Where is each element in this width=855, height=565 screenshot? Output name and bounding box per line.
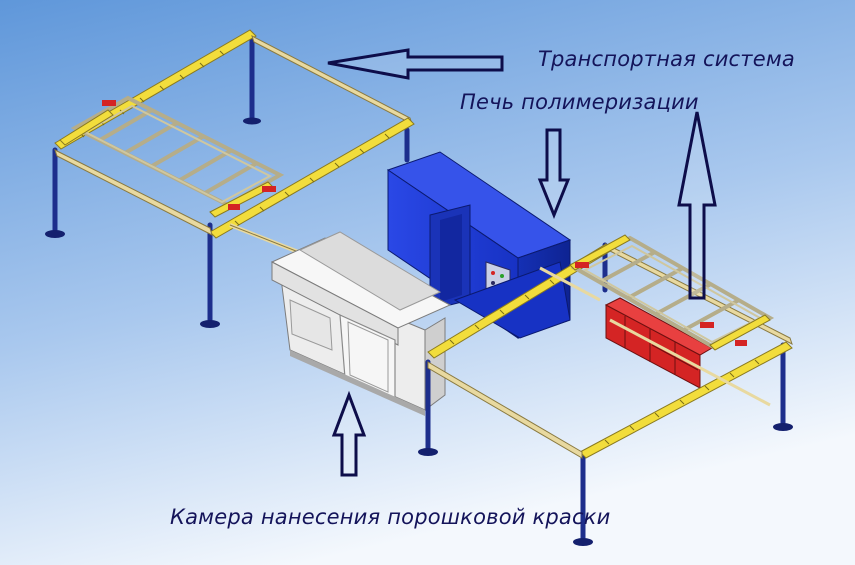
arrow-up-icon: [331, 390, 367, 477]
arrow-down-icon: [537, 128, 571, 220]
curing-oven: [386, 151, 572, 339]
arrow-up-icon: [677, 111, 717, 300]
curing-oven-label: Печь полимеризации: [460, 90, 699, 114]
powder-booth-label: Камера нанесения порошковой краски: [170, 505, 611, 529]
right-transport-frame: [418, 234, 793, 546]
arrow-left-icon: [327, 48, 504, 80]
transport-system-label: Транспортная система: [538, 47, 795, 71]
powder-booth: [270, 231, 452, 416]
